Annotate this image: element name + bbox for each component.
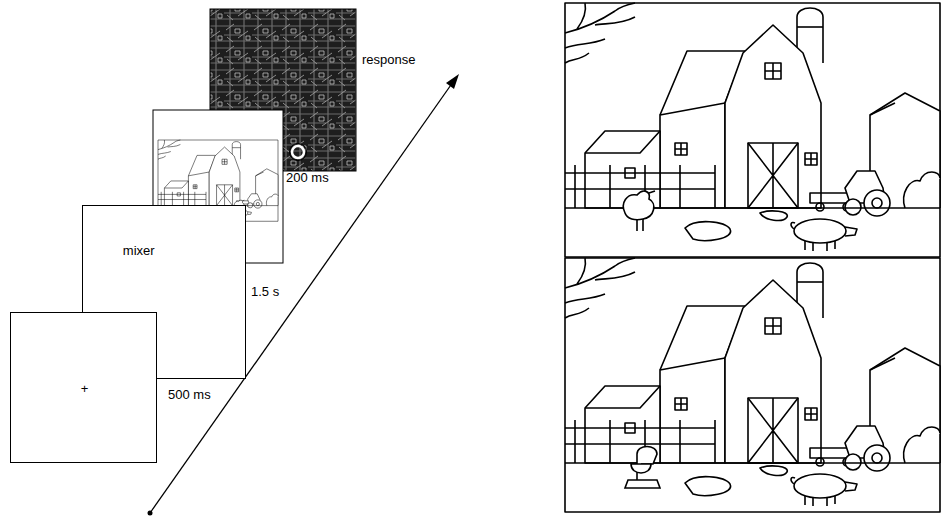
screen-text: + <box>81 382 89 395</box>
duration-label: 200 ms <box>286 171 329 184</box>
fixation-screen: + <box>10 312 157 463</box>
duration-label: 1.5 s <box>251 285 279 298</box>
response-label: response <box>362 53 415 66</box>
screen-text: mixer <box>123 244 155 257</box>
duration-label: 500 ms <box>168 388 211 401</box>
